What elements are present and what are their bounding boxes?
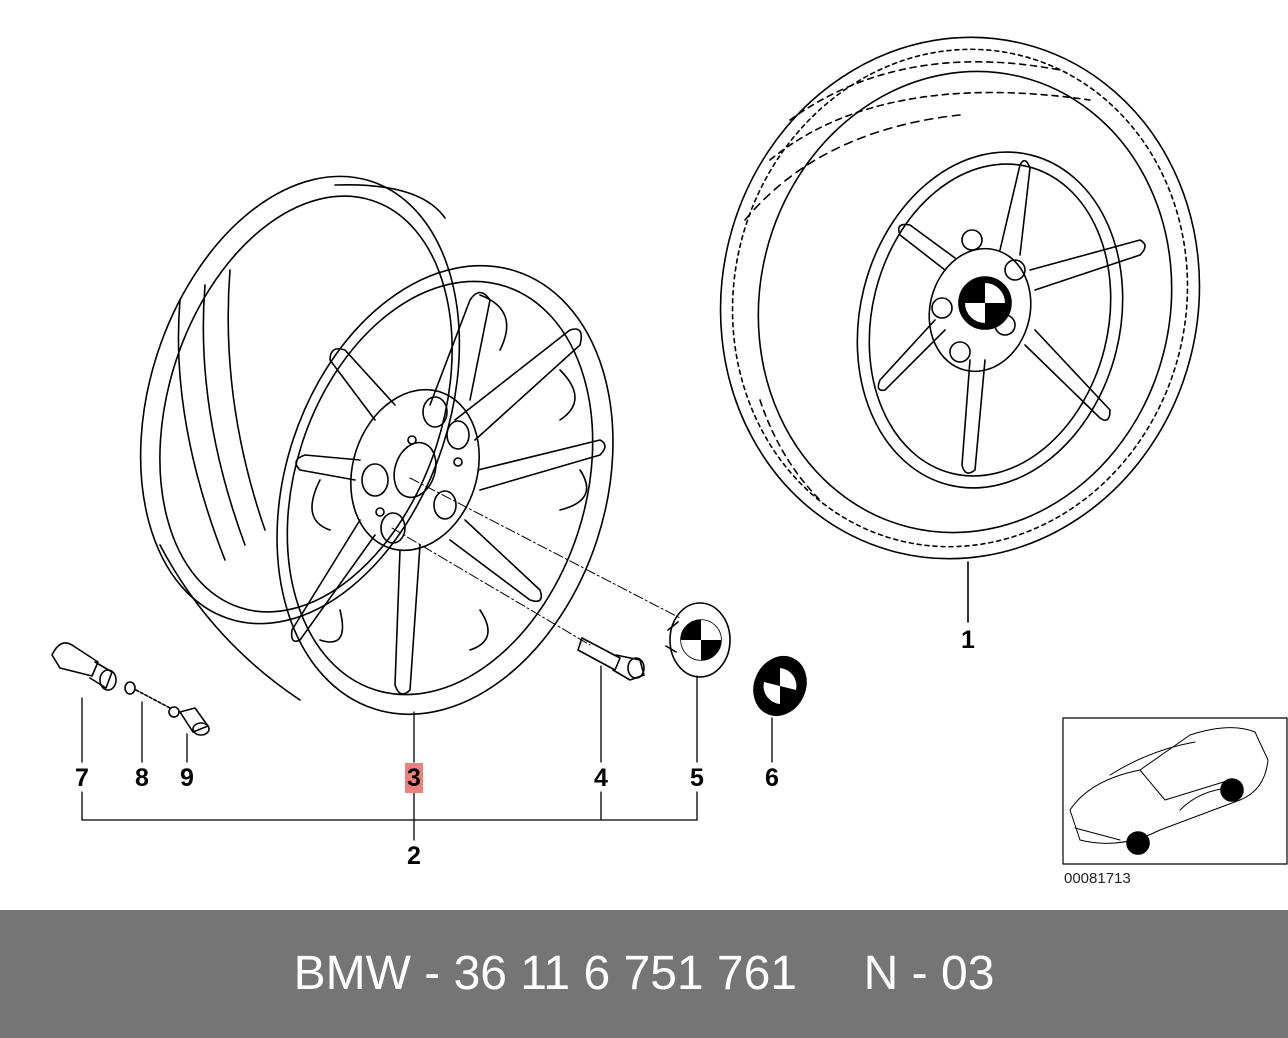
valve-core-drawing <box>124 681 180 718</box>
alloy-rim-drawing <box>139 175 614 716</box>
callout-9: 9 <box>180 764 194 792</box>
callout-5: 5 <box>690 764 704 792</box>
hub-cap-drawing <box>665 602 731 678</box>
wheel-bolt-drawing <box>577 637 645 681</box>
callout-2: 2 <box>407 842 421 870</box>
exploded-parts-diagram <box>51 36 1288 865</box>
valve-stem-drawing <box>51 642 117 691</box>
callout-6: 6 <box>765 764 779 792</box>
emblem-drawing <box>753 656 807 716</box>
vehicle-location-thumbnail <box>1062 717 1288 865</box>
callout-7: 7 <box>75 764 89 792</box>
diagram-id-label: 00081713 <box>1064 870 1131 887</box>
callout-8: 8 <box>135 764 149 792</box>
leader-lines <box>81 665 773 841</box>
valve-cap-drawing <box>179 707 210 736</box>
part-number-caption: BMW - 36 11 6 751 761 N - 03 <box>293 947 995 1000</box>
callout-3-highlighted: 3 <box>405 763 423 793</box>
callout-4: 4 <box>594 764 608 792</box>
footer-bar: BMW - 36 11 6 751 761 N - 03 <box>0 910 1288 1038</box>
callout-1: 1 <box>961 626 975 654</box>
complete-wheel-drawing <box>719 36 1201 623</box>
alignment-lines <box>391 477 681 646</box>
